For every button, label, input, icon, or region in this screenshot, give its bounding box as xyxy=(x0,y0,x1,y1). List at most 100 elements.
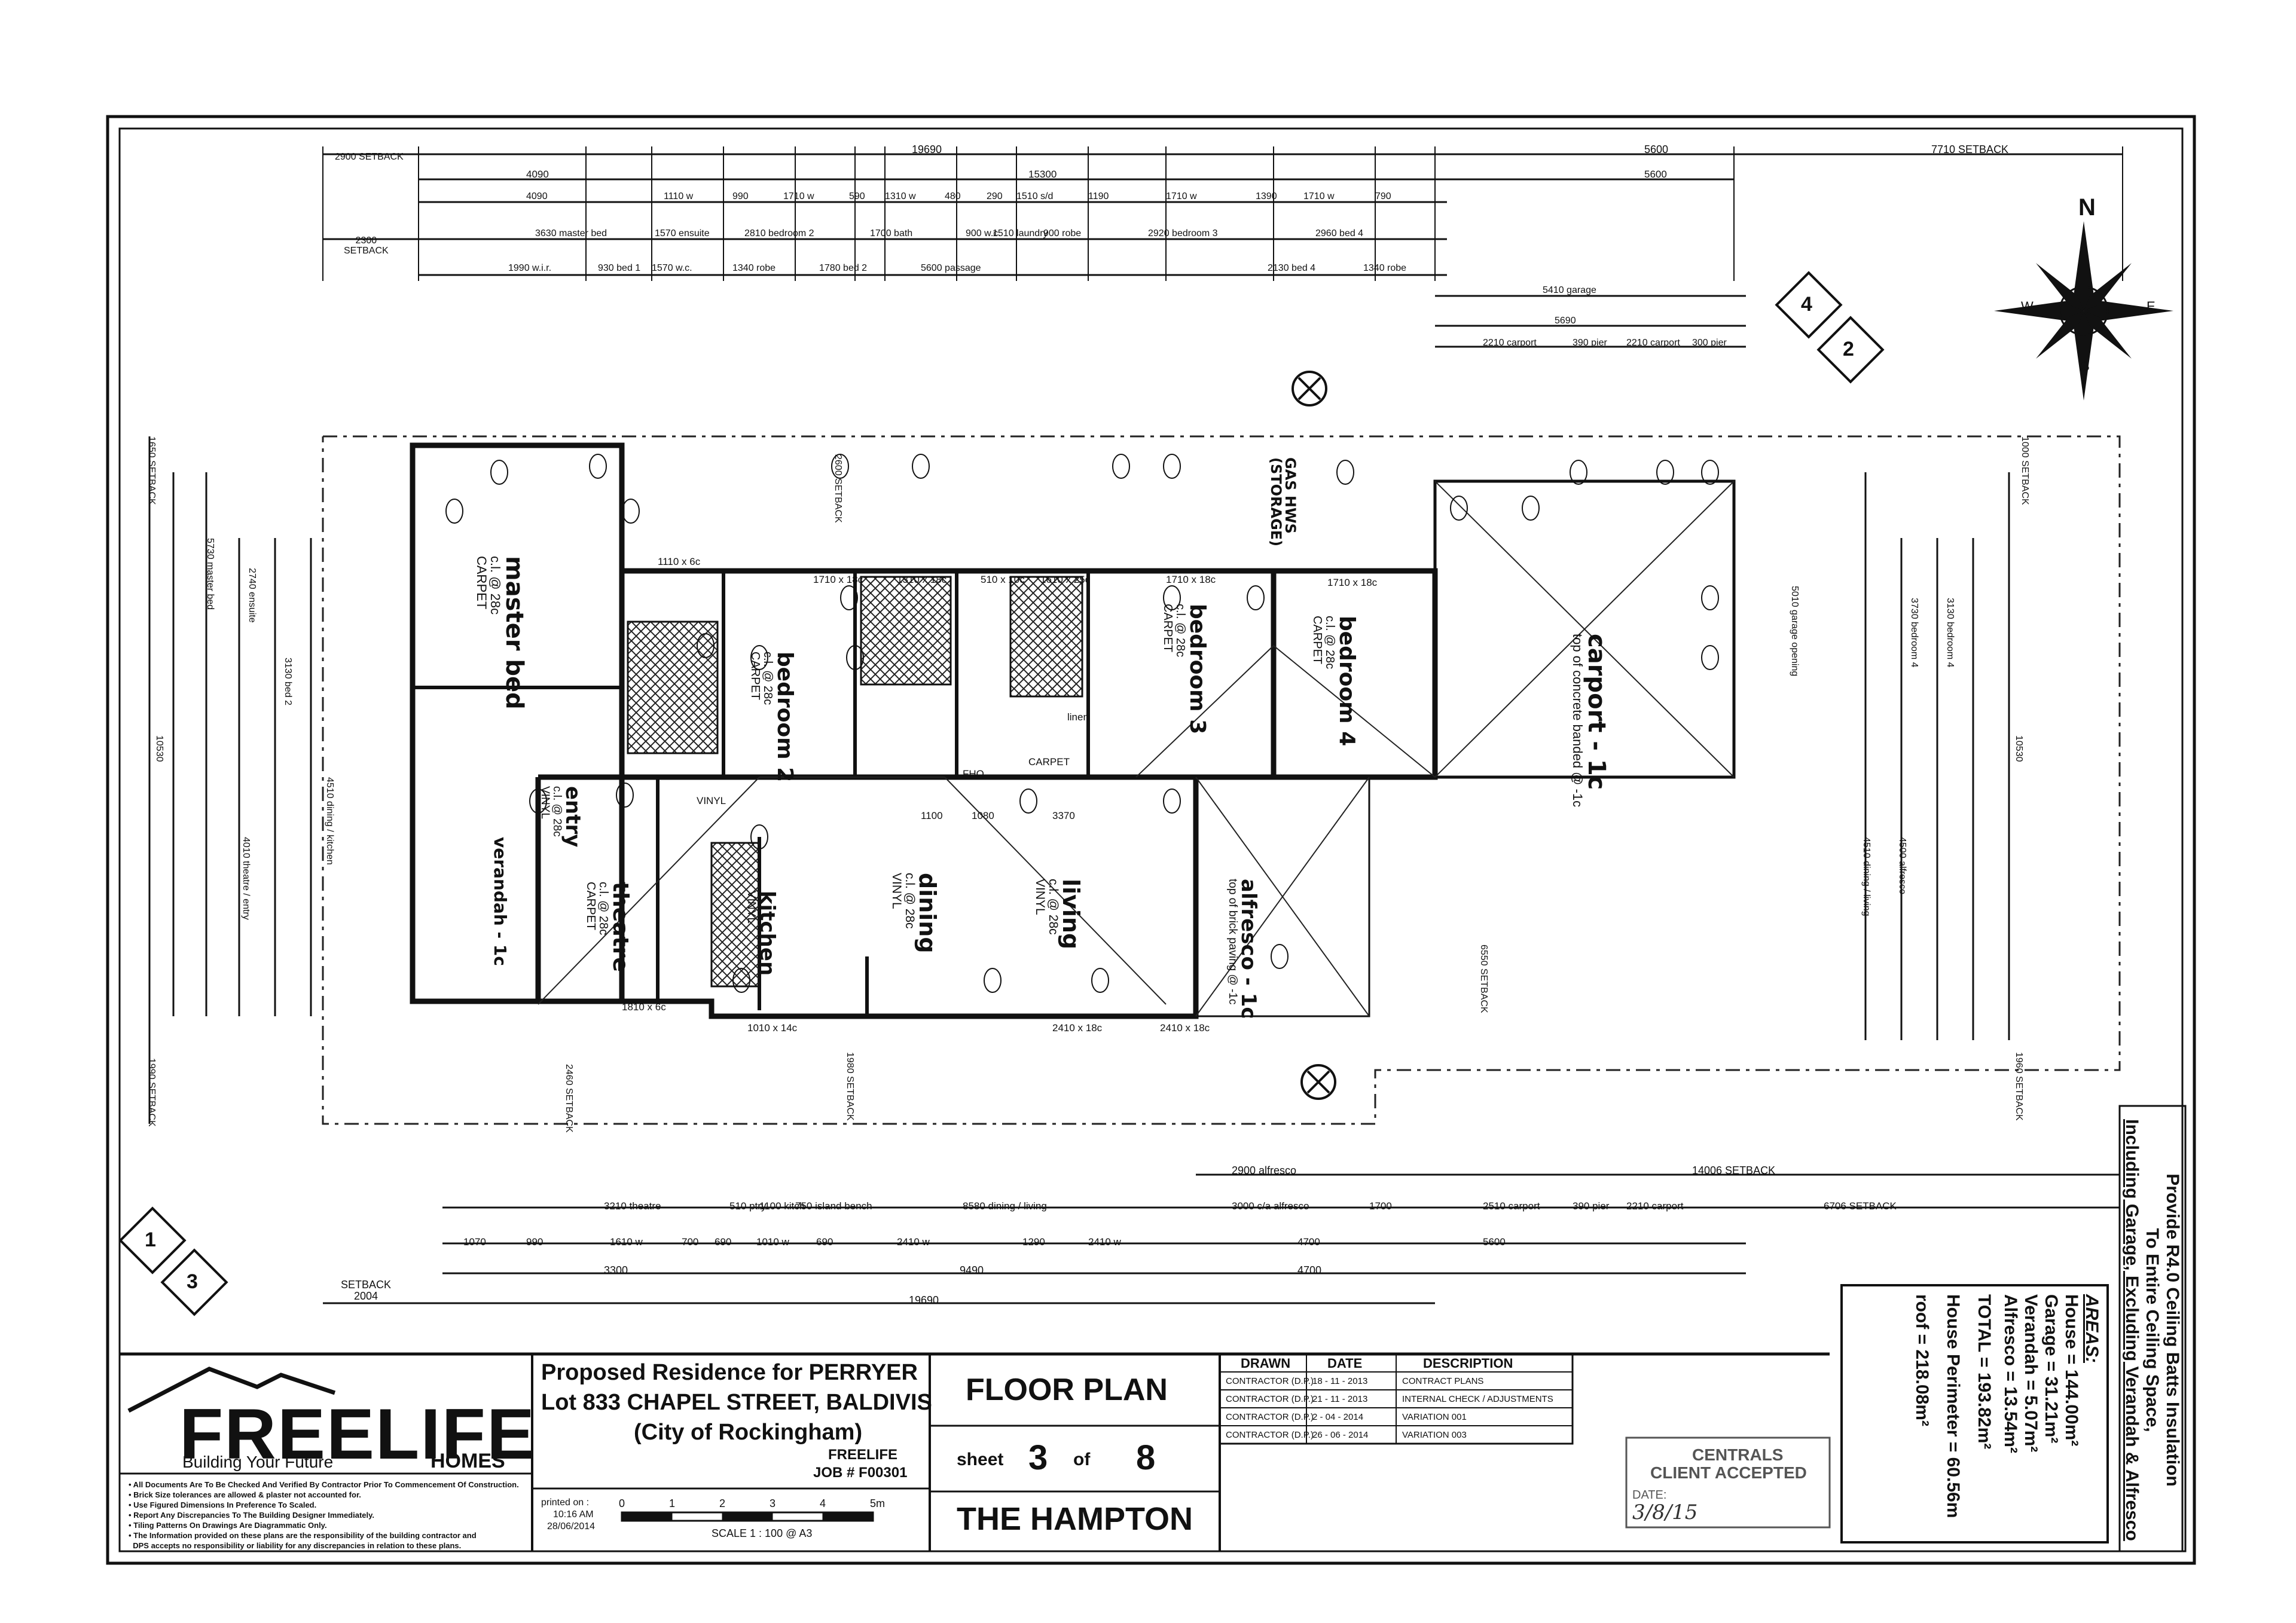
bottom-dim: 750 island bench xyxy=(795,1200,872,1212)
ceiling-height-circle xyxy=(1570,460,1587,485)
room-dim: 2300 SETBACK xyxy=(344,236,389,256)
compass-west: W xyxy=(2021,299,2034,314)
room-dim: 1510 laundry xyxy=(993,228,1048,239)
room-finish: c.l. @ 28c VINYL xyxy=(539,786,563,837)
project-title-line1: Proposed Residence for PERRYER xyxy=(541,1360,918,1385)
title-block-frame xyxy=(120,1105,2187,1552)
construction-note: • Use Figured Dimensions In Preference T… xyxy=(129,1500,317,1509)
plan-note: 1810 x 6c xyxy=(622,1001,666,1013)
elevation-marker-1-icon xyxy=(118,1206,187,1274)
side-dim: 3730 bedroom 4 xyxy=(1909,598,1919,668)
ceiling-height-circle xyxy=(490,460,508,485)
setback-label: 6550 SETBACK xyxy=(1479,945,1489,1013)
room-name: bedroom 3 xyxy=(1185,604,1210,735)
elevation-marker-4-icon xyxy=(1775,271,1843,339)
plan-note: 1100 xyxy=(921,810,943,821)
revision-cell: 21 - 11 - 2013 xyxy=(1312,1394,1368,1404)
compass-east: E xyxy=(2147,299,2155,314)
sheet-name: FLOOR PLAN xyxy=(966,1373,1168,1407)
stamp-line1: CENTRALS xyxy=(1692,1445,1784,1464)
project-job: JOB # F00301 xyxy=(813,1465,908,1481)
elevation-marker-2-icon xyxy=(1816,316,1885,384)
window-dim: 1190 xyxy=(1088,191,1109,201)
window-dim: 1110 w xyxy=(664,191,694,201)
brand-tagline: Building Your Future xyxy=(182,1453,334,1471)
room-dim: 2960 bed 4 xyxy=(1315,228,1364,239)
bottom-dim: 8580 dining / living xyxy=(963,1200,1047,1212)
room-dim: 2810 bedroom 2 xyxy=(744,228,814,239)
elevation-marker-3-icon xyxy=(160,1248,228,1316)
revision-header: DATE xyxy=(1327,1356,1363,1371)
top-overall-dim: 19690 xyxy=(912,143,942,155)
ceiling-height-circle xyxy=(445,499,463,524)
revision-cell: 26 - 06 - 2014 xyxy=(1312,1430,1369,1440)
bottom-dim: SETBACK 2004 xyxy=(341,1279,392,1302)
areas-title: AREAS: xyxy=(2082,1294,2102,1364)
bottom-dim: 9490 xyxy=(960,1264,984,1276)
bottom-dim: 3300 xyxy=(604,1264,628,1276)
room-finish: c.l. @ 28c CARPET xyxy=(749,652,774,705)
side-dim: 1990 SETBACK xyxy=(146,1058,157,1127)
revision-cell: VARIATION 001 xyxy=(1402,1412,1467,1422)
top-row2-b: 15300 xyxy=(1028,169,1057,180)
stamp-date-label: DATE: xyxy=(1632,1488,1667,1502)
window-dim: 990 xyxy=(732,191,749,201)
room-dim: 3630 master bed xyxy=(535,228,607,239)
room-name: theatre xyxy=(608,882,633,972)
bottom-dim: 1290 xyxy=(1022,1236,1045,1248)
construction-note: • All Documents Are To Be Checked And Ve… xyxy=(129,1480,519,1489)
plan-note: 1610 x 25c xyxy=(1040,574,1091,585)
bottom-dim: 1700 xyxy=(1369,1200,1392,1212)
printed-label: printed on : xyxy=(541,1497,590,1508)
project-title-line3: (City of Rockingham) xyxy=(634,1420,863,1445)
plan-note: 1710 x 18c xyxy=(813,574,863,585)
revision-cell: CONTRACTOR (D.P.) xyxy=(1226,1430,1314,1440)
room-dim: 5600 passage xyxy=(921,263,981,273)
bottom-dim: 690 xyxy=(816,1236,833,1248)
plan-note: 2410 x 18c xyxy=(1160,1022,1210,1034)
elevation-1-label: 1 xyxy=(145,1228,156,1251)
window-dim: 1710 w xyxy=(1166,191,1197,201)
room-name: carport - 1c xyxy=(1583,634,1610,790)
room-verandah: verandah - 1c xyxy=(490,837,510,966)
bottom-dim: 1010 w xyxy=(756,1236,789,1248)
ceiling-height-circle xyxy=(846,645,864,670)
revision-cell: CONTRACTOR (D.P.) xyxy=(1226,1394,1314,1404)
room-dim: 2130 bed 4 xyxy=(1268,263,1316,273)
revision-cell: INTERNAL CHECK / ADJUSTMENTS xyxy=(1402,1394,1553,1404)
elevation-3-label: 3 xyxy=(187,1270,198,1293)
roof-lines xyxy=(538,481,1735,1017)
bottom-dim: 690 xyxy=(715,1236,732,1248)
room-dim: 1570 ensuite xyxy=(655,228,710,239)
kitchen-tiles xyxy=(710,842,761,988)
ceiling-height-circle xyxy=(1450,496,1468,521)
areas-house: House = 144.00m² xyxy=(2062,1294,2081,1447)
garage-dim: 390 pier xyxy=(1573,338,1607,348)
elevation-4-label: 4 xyxy=(1801,293,1812,316)
side-dim: 10530 xyxy=(2014,735,2024,762)
revision-cell: VARIATION 003 xyxy=(1402,1430,1467,1440)
side-dim: 2740 ensuite xyxy=(247,568,257,623)
freelife-logo-icon xyxy=(127,1367,336,1413)
ceiling-height-circle xyxy=(1019,788,1037,814)
areas-total: TOTAL = 193.82m² xyxy=(1974,1294,1994,1450)
ceiling-height-circle xyxy=(1701,645,1719,670)
construction-note: DPS accepts no responsibility or liabili… xyxy=(129,1541,462,1550)
window-dim: 590 xyxy=(849,191,865,201)
ceiling-height-circle xyxy=(1701,585,1719,610)
window-dim: 480 xyxy=(945,191,961,201)
room-dim: 900 robe xyxy=(1043,228,1082,239)
compass-north: N xyxy=(2078,194,2096,221)
room-dim: 1700 bath xyxy=(870,228,913,239)
bottom-dim: 390 pier xyxy=(1573,1200,1610,1212)
side-dim: 3130 bedroom 4 xyxy=(1945,598,1955,668)
room-dim: 1990 w.i.r. xyxy=(508,263,552,273)
room-name: verandah - 1c xyxy=(490,837,510,966)
